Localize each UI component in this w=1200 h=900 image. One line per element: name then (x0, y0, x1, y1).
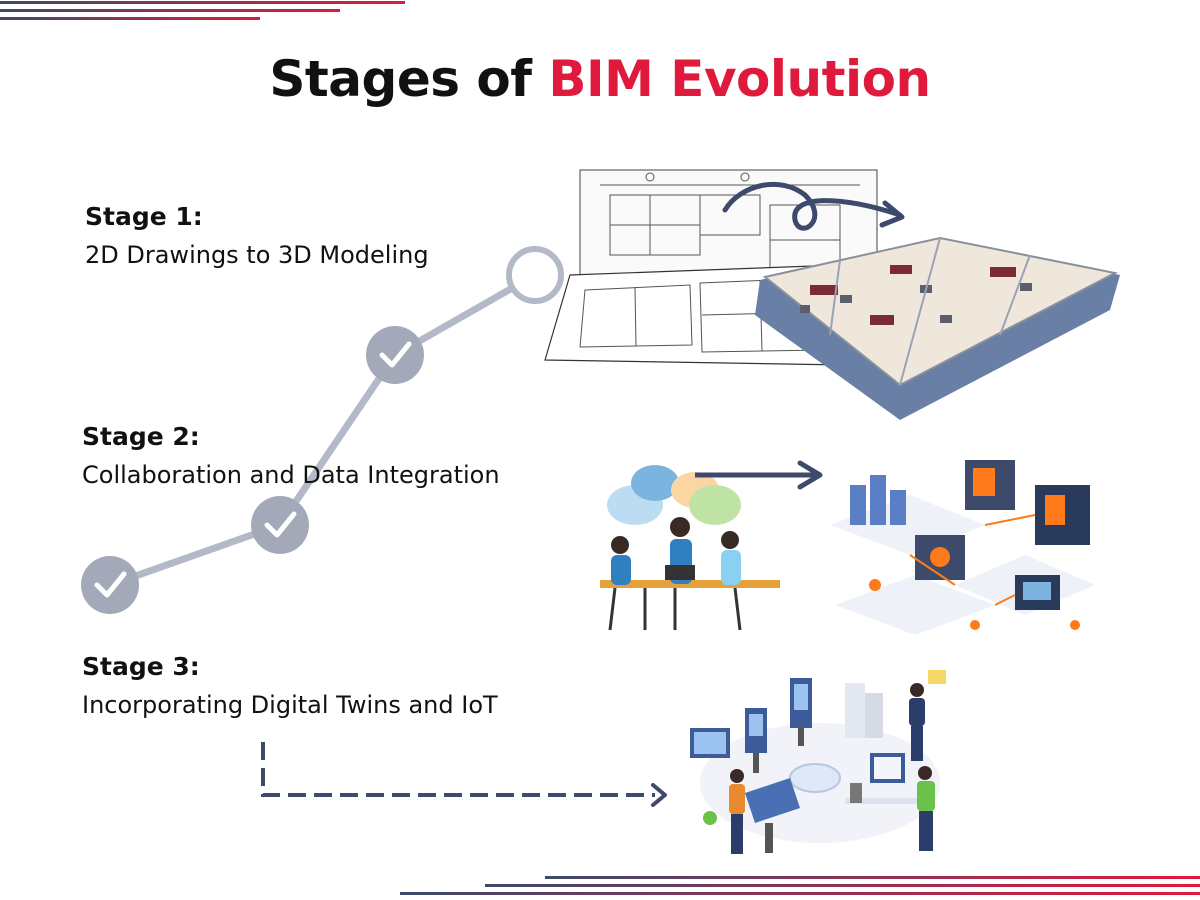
check-icon (379, 341, 412, 368)
top-left-stripes (0, 1, 405, 20)
arrow-icon (797, 460, 823, 490)
timeline-node-3 (366, 326, 424, 384)
3d-floor-model (755, 236, 1120, 420)
stage-3: Stage 3: Incorporating Digital Twins and… (82, 648, 498, 724)
page-title: Stages of BIM Evolution (0, 50, 1200, 108)
stage-1: Stage 1: 2D Drawings to 3D Modeling (85, 198, 429, 274)
check-icon (264, 511, 297, 538)
cloud-icon (789, 763, 841, 793)
title-accent: BIM Evolution (548, 50, 931, 108)
stage-2: Stage 2: Collaboration and Data Integrat… (82, 418, 500, 494)
person-icon (909, 683, 925, 761)
building-icon (845, 683, 883, 738)
monitor-icon (690, 728, 730, 758)
timeline-node-4 (506, 246, 564, 304)
curved-arrow-icon (722, 181, 903, 231)
arrow-head-icon (651, 783, 667, 807)
control-panel-icon (745, 778, 800, 853)
dashed-arrow (261, 742, 667, 807)
title-main: Stages of (269, 50, 549, 108)
stage-2-subtitle: Collaboration and Data Integration (82, 461, 500, 489)
kiosk-icon (790, 678, 812, 746)
person-icon (917, 766, 935, 851)
blueprint-to-3d-illustration (544, 169, 1120, 420)
person-icon (729, 769, 745, 854)
stage-3-heading: Stage 3: (82, 652, 200, 681)
collaboration-illustration (600, 460, 1095, 635)
stage-1-heading: Stage 1: (85, 202, 203, 231)
data-platform-icon (830, 460, 1095, 635)
timeline-node-1 (81, 556, 139, 614)
bottom-right-stripes (400, 876, 1200, 895)
timeline-node-2 (251, 496, 309, 554)
timeline (81, 246, 564, 614)
message-icon (928, 670, 946, 684)
desk-icon (845, 753, 925, 804)
speech-bubbles-icon (607, 465, 741, 525)
stage-2-heading: Stage 2: (82, 422, 200, 451)
stage-3-subtitle: Incorporating Digital Twins and IoT (82, 691, 498, 719)
kiosk-icon (745, 708, 767, 773)
empty-circle-icon (506, 246, 564, 304)
gear-icon (703, 811, 717, 825)
digital-twin-iot-illustration (690, 670, 946, 854)
timeline-line (106, 271, 539, 589)
stage-1-subtitle: 2D Drawings to 3D Modeling (85, 241, 429, 269)
team-people-icon (600, 517, 780, 631)
check-icon (94, 571, 127, 598)
